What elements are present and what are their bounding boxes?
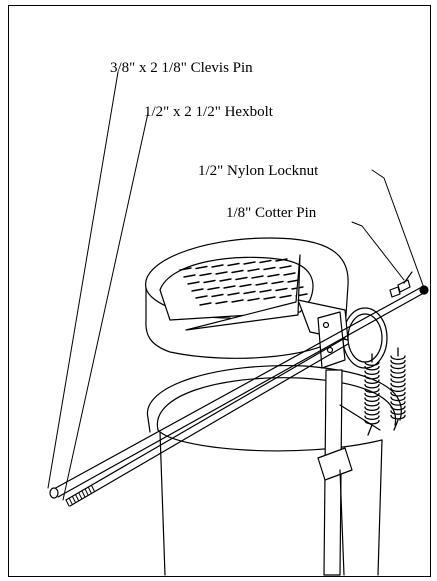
post (317, 369, 381, 576)
plate-slot (243, 290, 256, 295)
leader-lines (47, 71, 425, 501)
plate-slot (279, 265, 292, 269)
plate-slot (191, 288, 204, 292)
plate-slot (247, 297, 260, 302)
plate-slot (275, 287, 288, 292)
thread-mark (81, 490, 86, 498)
plate-slot (183, 274, 196, 278)
plate-slot (215, 300, 228, 305)
plate-slot (263, 266, 276, 271)
plate-slot (223, 285, 236, 289)
plate-slot (247, 268, 260, 272)
spring-coil (364, 353, 380, 436)
plate-slot (215, 271, 228, 275)
plate-slot (227, 262, 240, 267)
plate-slot (287, 279, 300, 283)
clevis-pin-label: 3/8" x 2 1/8" Clevis Pin (110, 60, 253, 76)
plate-slot (243, 261, 256, 265)
plate-slot (283, 272, 296, 276)
thread-mark (75, 494, 80, 502)
hexbolt-thread (65, 485, 96, 507)
plate-slot (231, 269, 244, 274)
thread-mark (68, 497, 73, 505)
rods (49, 287, 423, 507)
plate-slot (263, 296, 276, 300)
plate-slot (235, 276, 248, 281)
plate-slot (211, 293, 224, 298)
plate-slot (187, 281, 200, 285)
plate-slot (259, 289, 272, 293)
thread-mark (84, 488, 89, 496)
plate-slot (275, 258, 288, 262)
bracket (185, 254, 349, 369)
plate-slot (239, 283, 252, 288)
nylon-locknut-label: 1/2" Nylon Locknut (198, 163, 319, 179)
spring-coil (390, 347, 406, 431)
plate-slot (267, 273, 280, 278)
plate-slot (203, 279, 216, 284)
plate-slot (211, 264, 224, 268)
thread-mark (91, 485, 96, 493)
thread-mark (87, 486, 92, 494)
plate-slot (195, 295, 208, 299)
plate-slot (199, 272, 212, 277)
springs (364, 347, 406, 436)
plate-slot (255, 282, 268, 286)
lower-drum (146, 364, 402, 576)
end-hardware (389, 271, 429, 298)
plate-slot (195, 265, 208, 270)
plate-slot (227, 292, 240, 296)
plate-slot (271, 280, 284, 285)
plate-slot (219, 278, 232, 282)
plate-slot (259, 259, 272, 264)
thread-mark (78, 492, 83, 500)
thread-mark (65, 499, 70, 507)
plate-slot (251, 275, 264, 279)
plate-slot (231, 299, 244, 303)
plate-slots (179, 258, 308, 306)
plate-slot (279, 294, 292, 299)
plate-slot (199, 302, 212, 306)
hexbolt-label: 1/2" x 2 1/2" Hexbolt (144, 104, 273, 120)
thread-mark (71, 495, 76, 503)
cotter-pin-label: 1/8" Cotter Pin (226, 205, 317, 221)
plate-slot (179, 267, 192, 271)
plate-slot (207, 286, 220, 291)
